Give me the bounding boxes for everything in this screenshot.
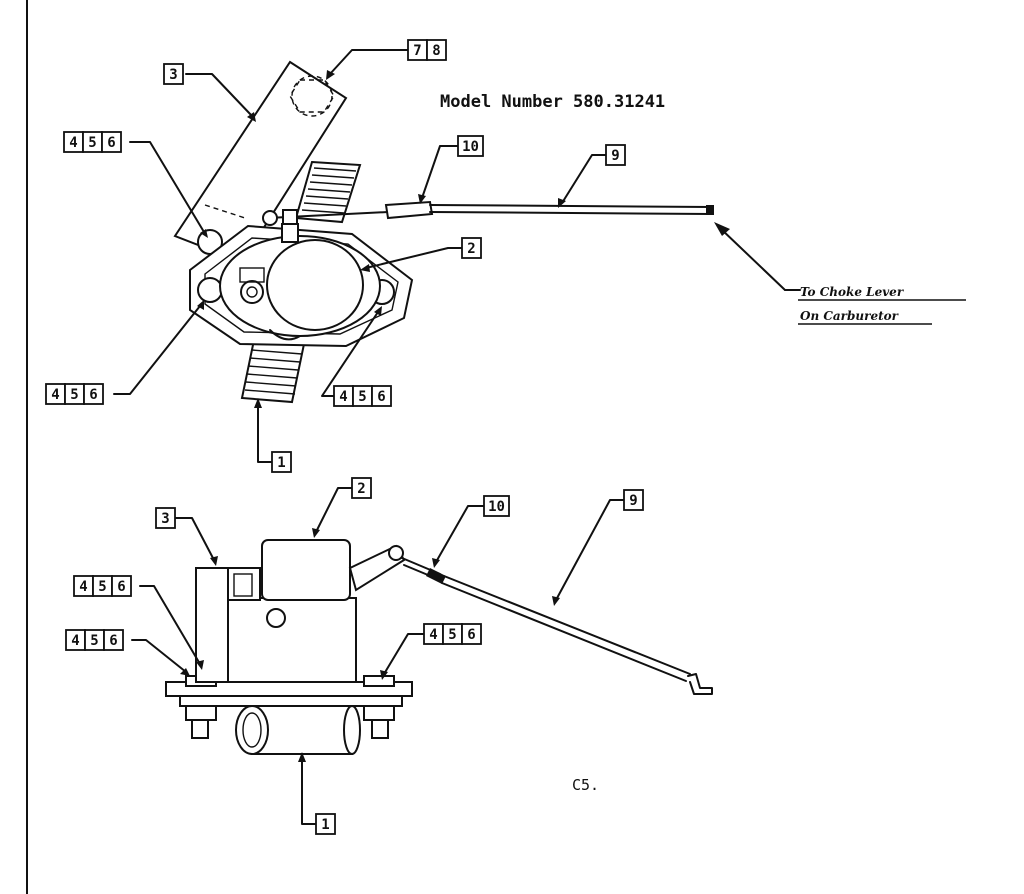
- top-view-assembly: [173, 60, 801, 404]
- callout-cell: [351, 477, 372, 499]
- choke-lever-note: To Choke Lever On Carburetor: [798, 285, 966, 325]
- callout-number: 4: [51, 387, 59, 403]
- callout-cell: [457, 135, 484, 157]
- top-cap: [261, 539, 351, 601]
- callout-number: 4: [429, 627, 437, 643]
- choke-arrow: [714, 222, 801, 291]
- callout-number: 6: [89, 387, 97, 403]
- callout-cell: [83, 383, 104, 405]
- callout-number: 10: [462, 139, 479, 155]
- callout-cell: [483, 495, 510, 517]
- regulator-body: [219, 235, 381, 341]
- callout-number: 5: [358, 389, 366, 405]
- callout-cell: [271, 451, 292, 473]
- lever-arm: [348, 544, 713, 695]
- callout-number: 4: [69, 135, 77, 151]
- bottom-view-assembly: [165, 539, 713, 755]
- callout-number: 3: [161, 511, 169, 527]
- callout-cell: [461, 237, 482, 259]
- callout-number: 9: [611, 148, 619, 164]
- callout-number: 1: [277, 455, 285, 471]
- callout-number: 2: [467, 241, 475, 257]
- callout-cell: [605, 144, 626, 166]
- callout-cell: [155, 507, 176, 529]
- callout-number: 6: [467, 627, 475, 643]
- pipe-fitting-bottom: [235, 705, 361, 755]
- callout-bot-3: 3: [155, 507, 176, 529]
- callout-cell: [426, 39, 447, 61]
- callout-cell: [163, 63, 184, 85]
- page-code: C5.: [572, 776, 599, 794]
- callout-bot-10: 10: [483, 495, 510, 517]
- callout-top-9: 9: [605, 144, 626, 166]
- callout-top-2: 2: [461, 237, 482, 259]
- callout-cell: [103, 629, 124, 651]
- callout-number: 4: [339, 389, 347, 405]
- callout-cell: [461, 623, 482, 645]
- callout-top-3: 3: [163, 63, 184, 85]
- callout-number: 7: [413, 43, 421, 59]
- callout-number: 5: [88, 135, 96, 151]
- callout-number: 9: [629, 493, 637, 509]
- callout-cell: [623, 489, 644, 511]
- callout-number: 6: [109, 633, 117, 649]
- callout-bot-2: 2: [351, 477, 372, 499]
- callout-top-1: 1: [271, 451, 292, 473]
- callout-top-10: 10: [457, 135, 484, 157]
- callout-number: 2: [357, 481, 365, 497]
- callout-number: 5: [70, 387, 78, 403]
- bottom-leaders: [131, 487, 625, 825]
- callout-cell: [315, 813, 336, 835]
- callout-number: 5: [98, 579, 106, 595]
- callout-number: 5: [448, 627, 456, 643]
- gasket: [179, 695, 403, 707]
- callout-number: 6: [377, 389, 385, 405]
- callout-cell: [111, 575, 132, 597]
- body-housing: [223, 597, 357, 683]
- callout-bot-9: 9: [623, 489, 644, 511]
- callout-cell: [371, 385, 392, 407]
- callout-number: 4: [79, 579, 87, 595]
- model-number-title: Model Number 580.31241: [440, 92, 665, 112]
- linkage-rod-top: [262, 200, 714, 243]
- threaded-pipe-lower: [240, 338, 306, 404]
- callout-number: 5: [90, 633, 98, 649]
- callout-number: 3: [169, 67, 177, 83]
- callout-number: 4: [71, 633, 79, 649]
- callout-number: 6: [107, 135, 115, 151]
- note-line-1: To Choke Lever: [800, 285, 905, 299]
- callout-number: 1: [321, 817, 329, 833]
- callout-bot-1: 1: [315, 813, 336, 835]
- callout-cell: [101, 131, 122, 153]
- callout-number: 8: [432, 43, 440, 59]
- callout-number: 10: [488, 499, 505, 515]
- threaded-pipe-upper: [294, 160, 362, 224]
- top-leaders: [113, 49, 607, 463]
- note-line-2: On Carburetor: [800, 309, 900, 323]
- callout-number: 6: [117, 579, 125, 595]
